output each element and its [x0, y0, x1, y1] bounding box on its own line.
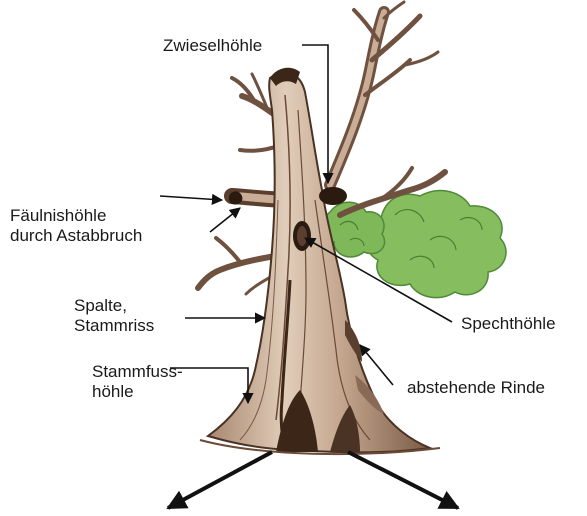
down-left-arrow	[168, 452, 272, 508]
foliage	[323, 191, 506, 298]
label-zwieselhoehle: Zwieselhöhle	[163, 36, 262, 56]
down-right-arrow	[348, 452, 458, 508]
label-stammfusshoehle-line1: Stammfuss-	[92, 362, 183, 382]
label-faeulnishoehle-line2: durch Astabbruch	[10, 226, 142, 246]
label-stammfusshoehle-line2: höhle	[92, 382, 134, 402]
faeulnis-arrow-1	[160, 196, 222, 200]
label-spalte-line1: Spalte,	[74, 296, 127, 316]
faeulnis-arrow-2	[210, 208, 240, 232]
label-spechthoehle: Spechthöhle	[461, 314, 556, 334]
label-spalte-line2: Stammriss	[74, 316, 154, 336]
bottom-arrows	[168, 452, 458, 508]
label-faeulnishoehle-line1: Fäulnishöhle	[10, 206, 106, 226]
label-abstehende-rinde: abstehende Rinde	[407, 378, 545, 398]
